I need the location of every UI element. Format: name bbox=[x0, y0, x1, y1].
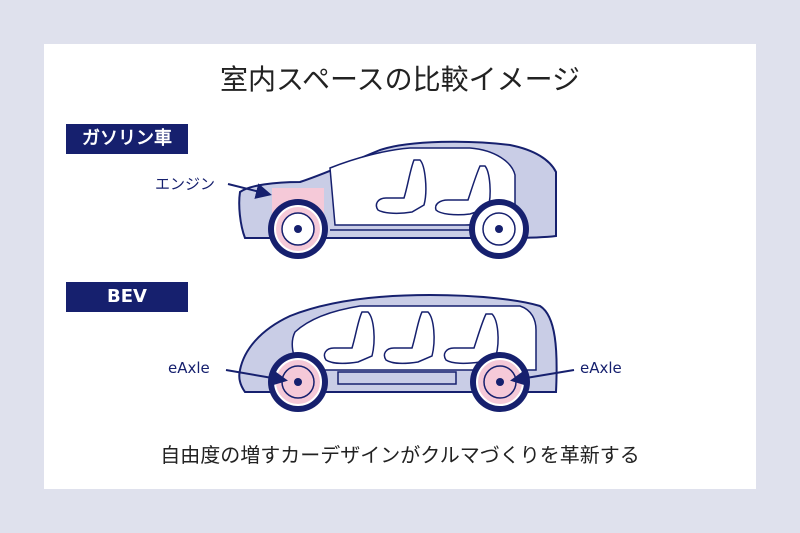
engine-label: エンジン bbox=[155, 175, 216, 193]
bev-car bbox=[225, 293, 575, 412]
gasoline-rear-seat bbox=[434, 165, 491, 216]
bev-rear-seat bbox=[443, 313, 499, 365]
bev-front-wheel bbox=[268, 352, 328, 412]
gasoline-front-wheel bbox=[268, 199, 328, 259]
page-title: 室内スペースの比較イメージ bbox=[219, 63, 581, 96]
eaxle-left-label: eAxle bbox=[168, 359, 210, 377]
gasoline-car bbox=[227, 140, 557, 259]
engine-arrow bbox=[227, 183, 272, 199]
bev-middle-seat bbox=[383, 311, 435, 365]
bev-rear-wheel bbox=[470, 352, 530, 412]
eaxle-right-label: eAxle bbox=[580, 359, 622, 377]
bev-tag: BEV bbox=[66, 282, 188, 312]
diagram-card bbox=[44, 44, 756, 489]
gasoline-car-tag: ガソリン車 bbox=[66, 124, 188, 154]
eaxle-right-arrow bbox=[510, 369, 575, 386]
eaxle-left-arrow bbox=[225, 369, 288, 386]
caption: 自由度の増すカーデザインがクルマづくりを革新する bbox=[160, 443, 640, 467]
gasoline-rear-wheel bbox=[469, 199, 529, 259]
bev-battery bbox=[337, 371, 457, 385]
gasoline-front-seat bbox=[375, 159, 427, 215]
bev-front-seat bbox=[323, 311, 375, 365]
